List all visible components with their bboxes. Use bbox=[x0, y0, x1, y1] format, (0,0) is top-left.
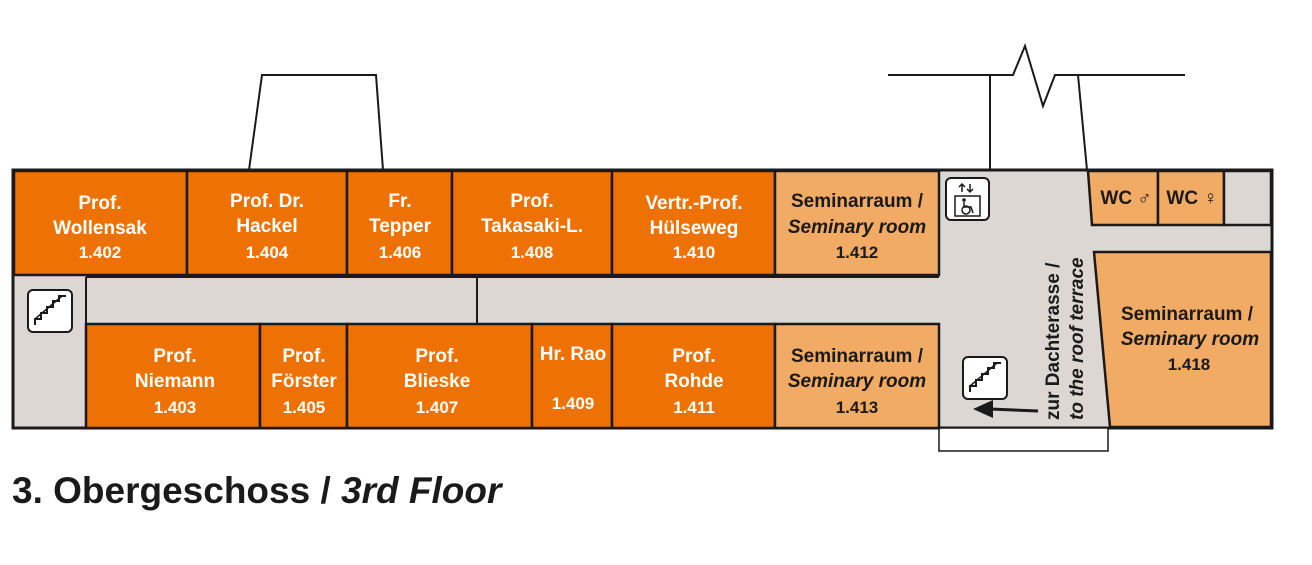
room-number: 1.418 bbox=[1168, 355, 1211, 374]
wc-men-label: WC ♂ bbox=[1100, 188, 1151, 209]
seminar-name-en: Seminary room bbox=[788, 217, 926, 238]
room-name-line1: Prof. bbox=[510, 191, 553, 212]
room-name-line2: Blieske bbox=[404, 371, 471, 392]
room-1407: Prof. Blieske 1.407 bbox=[345, 322, 534, 430]
seminar-room-1418: Seminarraum / Seminary room 1.418 bbox=[1092, 250, 1273, 429]
room-name-line2: Förster bbox=[271, 371, 337, 392]
room-1402: Prof. Wollensak 1.402 bbox=[12, 169, 189, 277]
room-number: 1.403 bbox=[154, 398, 197, 417]
room-name-line2: Tepper bbox=[369, 216, 432, 237]
room-1411: Prof. Rohde 1.411 bbox=[610, 322, 777, 430]
room-number: 1.408 bbox=[511, 243, 554, 262]
storage-room bbox=[1222, 169, 1273, 227]
roof-outline-left bbox=[248, 74, 384, 171]
room-1406: Fr. Tepper 1.406 bbox=[345, 169, 454, 277]
stairs-icon bbox=[962, 356, 1008, 400]
room-1410: Vertr.-Prof. Hülseweg 1.410 bbox=[610, 169, 777, 277]
terrace-exit-box bbox=[938, 427, 1109, 452]
stairs-icon bbox=[27, 289, 73, 333]
room-1409: Hr. Rao 1.409 bbox=[530, 322, 614, 430]
room-number: 1.413 bbox=[836, 398, 879, 417]
floor-title-en: 3rd Floor bbox=[341, 470, 502, 511]
wc-women: WC ♀ bbox=[1156, 169, 1226, 227]
room-number: 1.411 bbox=[673, 398, 715, 417]
room-name-line2: Hülseweg bbox=[650, 218, 739, 239]
room-name-line1: Prof. bbox=[78, 193, 121, 214]
room-name-line2: Rohde bbox=[664, 371, 723, 392]
room-1403: Prof. Niemann 1.403 bbox=[84, 322, 262, 430]
roof-outline-right bbox=[888, 43, 1185, 110]
room-number: 1.406 bbox=[379, 243, 422, 262]
wheelchair-elevator-icon bbox=[945, 177, 990, 221]
roof-line-b bbox=[1077, 74, 1088, 171]
seminar-name-en: Seminary room bbox=[1121, 329, 1259, 350]
room-name-line2: Hackel bbox=[236, 216, 297, 237]
room-name-line2: Takasaki-L. bbox=[481, 216, 583, 237]
room-name-line1: Prof. Dr. bbox=[230, 191, 304, 212]
room-name-line1: Prof. bbox=[153, 346, 196, 367]
seminar-name-de: Seminarraum / bbox=[1121, 304, 1254, 325]
seminar-name-en: Seminary room bbox=[788, 371, 926, 392]
room-1408: Prof. Takasaki-L. 1.408 bbox=[450, 169, 614, 277]
arrow-left-icon bbox=[973, 400, 1039, 418]
room-1405: Prof. Förster 1.405 bbox=[258, 322, 349, 430]
room-name-line1: Prof. bbox=[415, 346, 458, 367]
room-number: 1.412 bbox=[836, 243, 879, 262]
seminar-room-1412: Seminarraum / Seminary room 1.412 bbox=[773, 169, 941, 277]
room-name-line1: Hr. Rao bbox=[540, 344, 607, 365]
seminar-room-1413: Seminarraum / Seminary room 1.413 bbox=[773, 322, 941, 430]
room-name-line1: Prof. bbox=[282, 346, 325, 367]
room-1404: Prof. Dr. Hackel 1.404 bbox=[185, 169, 349, 277]
wc-men: WC ♂ bbox=[1086, 169, 1160, 227]
room-name-line1: Prof. bbox=[672, 346, 715, 367]
wc-women-label: WC ♀ bbox=[1166, 188, 1217, 209]
room-name-line2: Niemann bbox=[135, 371, 215, 392]
floor-title-de: 3. Obergeschoss / bbox=[12, 470, 342, 511]
room-number: 1.410 bbox=[673, 243, 716, 262]
room-name-line1: Fr. bbox=[388, 191, 411, 212]
seminar-name-de: Seminarraum / bbox=[791, 346, 924, 367]
terrace-label-en: to the roof terrace bbox=[1067, 257, 1088, 420]
floor-plan: Prof. Wollensak 1.402 Prof. Dr. Hackel 1… bbox=[11, 43, 1274, 452]
room-number: 1.404 bbox=[246, 243, 289, 262]
seminar-name-de: Seminarraum / bbox=[791, 191, 924, 212]
room-name-line2: Wollensak bbox=[53, 218, 147, 239]
terrace-label-de: zur Dachterasse / bbox=[1043, 262, 1064, 420]
room-number: 1.407 bbox=[416, 398, 459, 417]
floor-title: 3. Obergeschoss / 3rd Floor bbox=[12, 470, 501, 512]
room-number: 1.409 bbox=[552, 394, 595, 413]
room-name-line1: Vertr.-Prof. bbox=[645, 193, 742, 214]
room-number: 1.402 bbox=[79, 243, 122, 262]
room-number: 1.405 bbox=[283, 398, 326, 417]
